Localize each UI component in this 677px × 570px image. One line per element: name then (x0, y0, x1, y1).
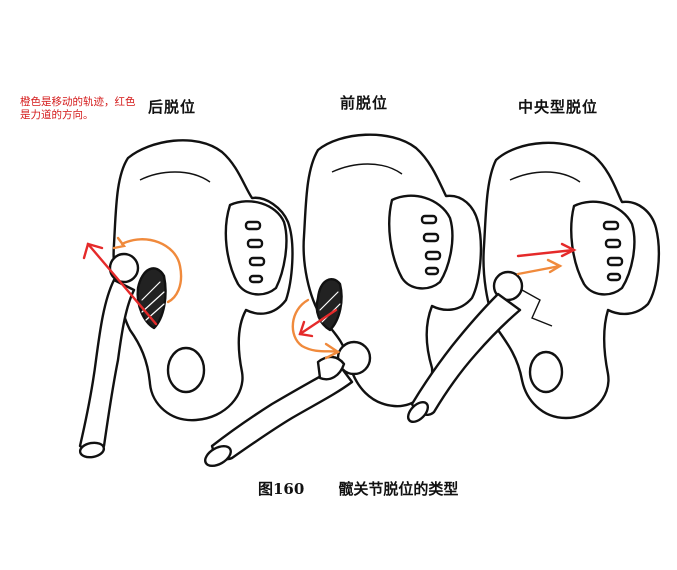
force-direction-arrowhead (298, 320, 314, 338)
force-direction-arrow (516, 248, 576, 258)
central-dislocation-figure (406, 141, 661, 424)
femur-bone (204, 340, 372, 468)
motion-track-arrow (291, 298, 340, 354)
motion-track-arrowhead (112, 236, 127, 250)
force-direction-arrow (86, 242, 158, 326)
obturator-foramen (166, 346, 206, 394)
sacrum-bone (224, 200, 288, 296)
sacrum-bone (388, 194, 454, 290)
panel-title-anterior: 前脱位 (340, 94, 389, 112)
legend-note: 橙色是移动的轨迹，红色是力道的方向。 (20, 96, 136, 121)
force-direction-arrowhead (82, 242, 104, 260)
motion-track-arrowhead (546, 258, 563, 274)
force-direction-arrow (298, 308, 338, 336)
figure-caption: 图160 髋关节脱位的类型 (258, 478, 458, 499)
figure-number: 图160 (258, 480, 305, 498)
femoral-head (108, 252, 140, 284)
fracture-line (521, 289, 553, 327)
panel-title-posterior: 后脱位 (148, 98, 197, 116)
iliac-crest-line (509, 171, 581, 183)
figure-title: 髋关节脱位的类型 (338, 480, 459, 498)
posterior-dislocation-figure (78, 139, 294, 459)
panel-title-central: 中央型脱位 (518, 98, 599, 116)
iliac-crest-line (139, 171, 211, 183)
motion-track-arrowhead (324, 342, 341, 360)
sacrum-bone (570, 200, 636, 296)
force-direction-arrowhead (560, 242, 577, 258)
motion-track-arrow (516, 264, 562, 276)
acetabulum-shaded (136, 267, 167, 330)
obturator-foramen (528, 350, 564, 394)
femur-bone (406, 270, 524, 424)
iliac-crest-line (331, 163, 403, 175)
femur-bone (78, 252, 140, 459)
anterior-dislocation-figure (204, 133, 483, 468)
motion-track-arrow (120, 238, 183, 304)
